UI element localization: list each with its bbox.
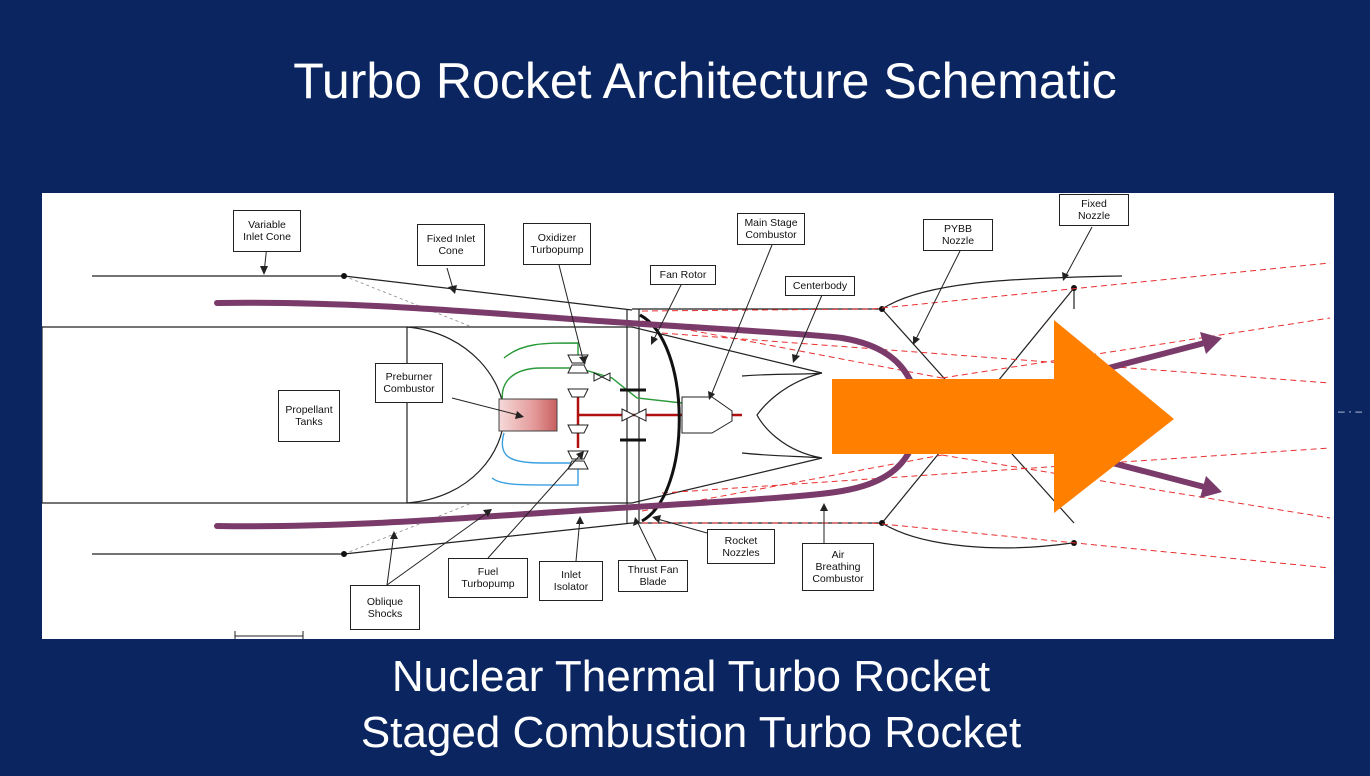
label-variable-inlet-cone: Variable Inlet Cone — [233, 210, 301, 252]
label-fuel-turbopump: Fuel Turbopump — [448, 558, 528, 598]
label-pybb-nozzle: PYBB Nozzle — [923, 219, 993, 251]
label-air-breathing-combustor: Air Breathing Combustor — [802, 543, 874, 591]
label-thrust-fan-blade: Thrust Fan Blade — [618, 560, 688, 592]
label-fixed-nozzle: Fixed Nozzle — [1059, 194, 1129, 226]
label-oxidizer-turbopump: Oxidizer Turbopump — [523, 223, 591, 265]
oblique-shock-lines — [343, 275, 473, 555]
exhaust-arrow — [832, 320, 1174, 513]
label-fixed-inlet-cone: Fixed Inlet Cone — [417, 224, 485, 266]
label-inlet-isolator: Inlet Isolator — [539, 561, 603, 601]
label-main-stage-combustor: Main Stage Combustor — [737, 213, 805, 245]
flow-arrowheads — [1200, 332, 1222, 498]
slide-edge-mark: – · – — [1338, 404, 1363, 418]
exhaust-plume-lines — [641, 262, 1331, 569]
label-rocket-nozzles: Rocket Nozzles — [707, 529, 775, 564]
schematic-drawing — [42, 226, 1331, 639]
leader-lines — [263, 226, 1093, 586]
main-combustor-chamber — [681, 396, 733, 434]
label-propellant-tanks: Propellant Tanks — [278, 390, 340, 442]
leader-arrowheads — [260, 266, 1069, 539]
label-preburner-combustor: Preburner Combustor — [375, 363, 443, 403]
preburner-block — [498, 398, 558, 432]
slide-title: Turbo Rocket Architecture Schematic — [293, 53, 1117, 109]
turbopump-symbols — [567, 354, 647, 470]
caption-line-2: Staged Combustion Turbo Rocket — [360, 708, 1022, 757]
label-fan-rotor: Fan Rotor — [650, 265, 716, 285]
fan-rotor — [620, 388, 646, 442]
label-oblique-shocks: Oblique Shocks — [350, 585, 420, 630]
hinge-points — [341, 273, 1077, 557]
schematic-diagram: Variable Inlet Cone Fixed Inlet Cone Oxi… — [42, 193, 1334, 639]
caption-line-1: Nuclear Thermal Turbo Rocket — [391, 652, 991, 701]
label-centerbody: Centerbody — [785, 276, 855, 296]
